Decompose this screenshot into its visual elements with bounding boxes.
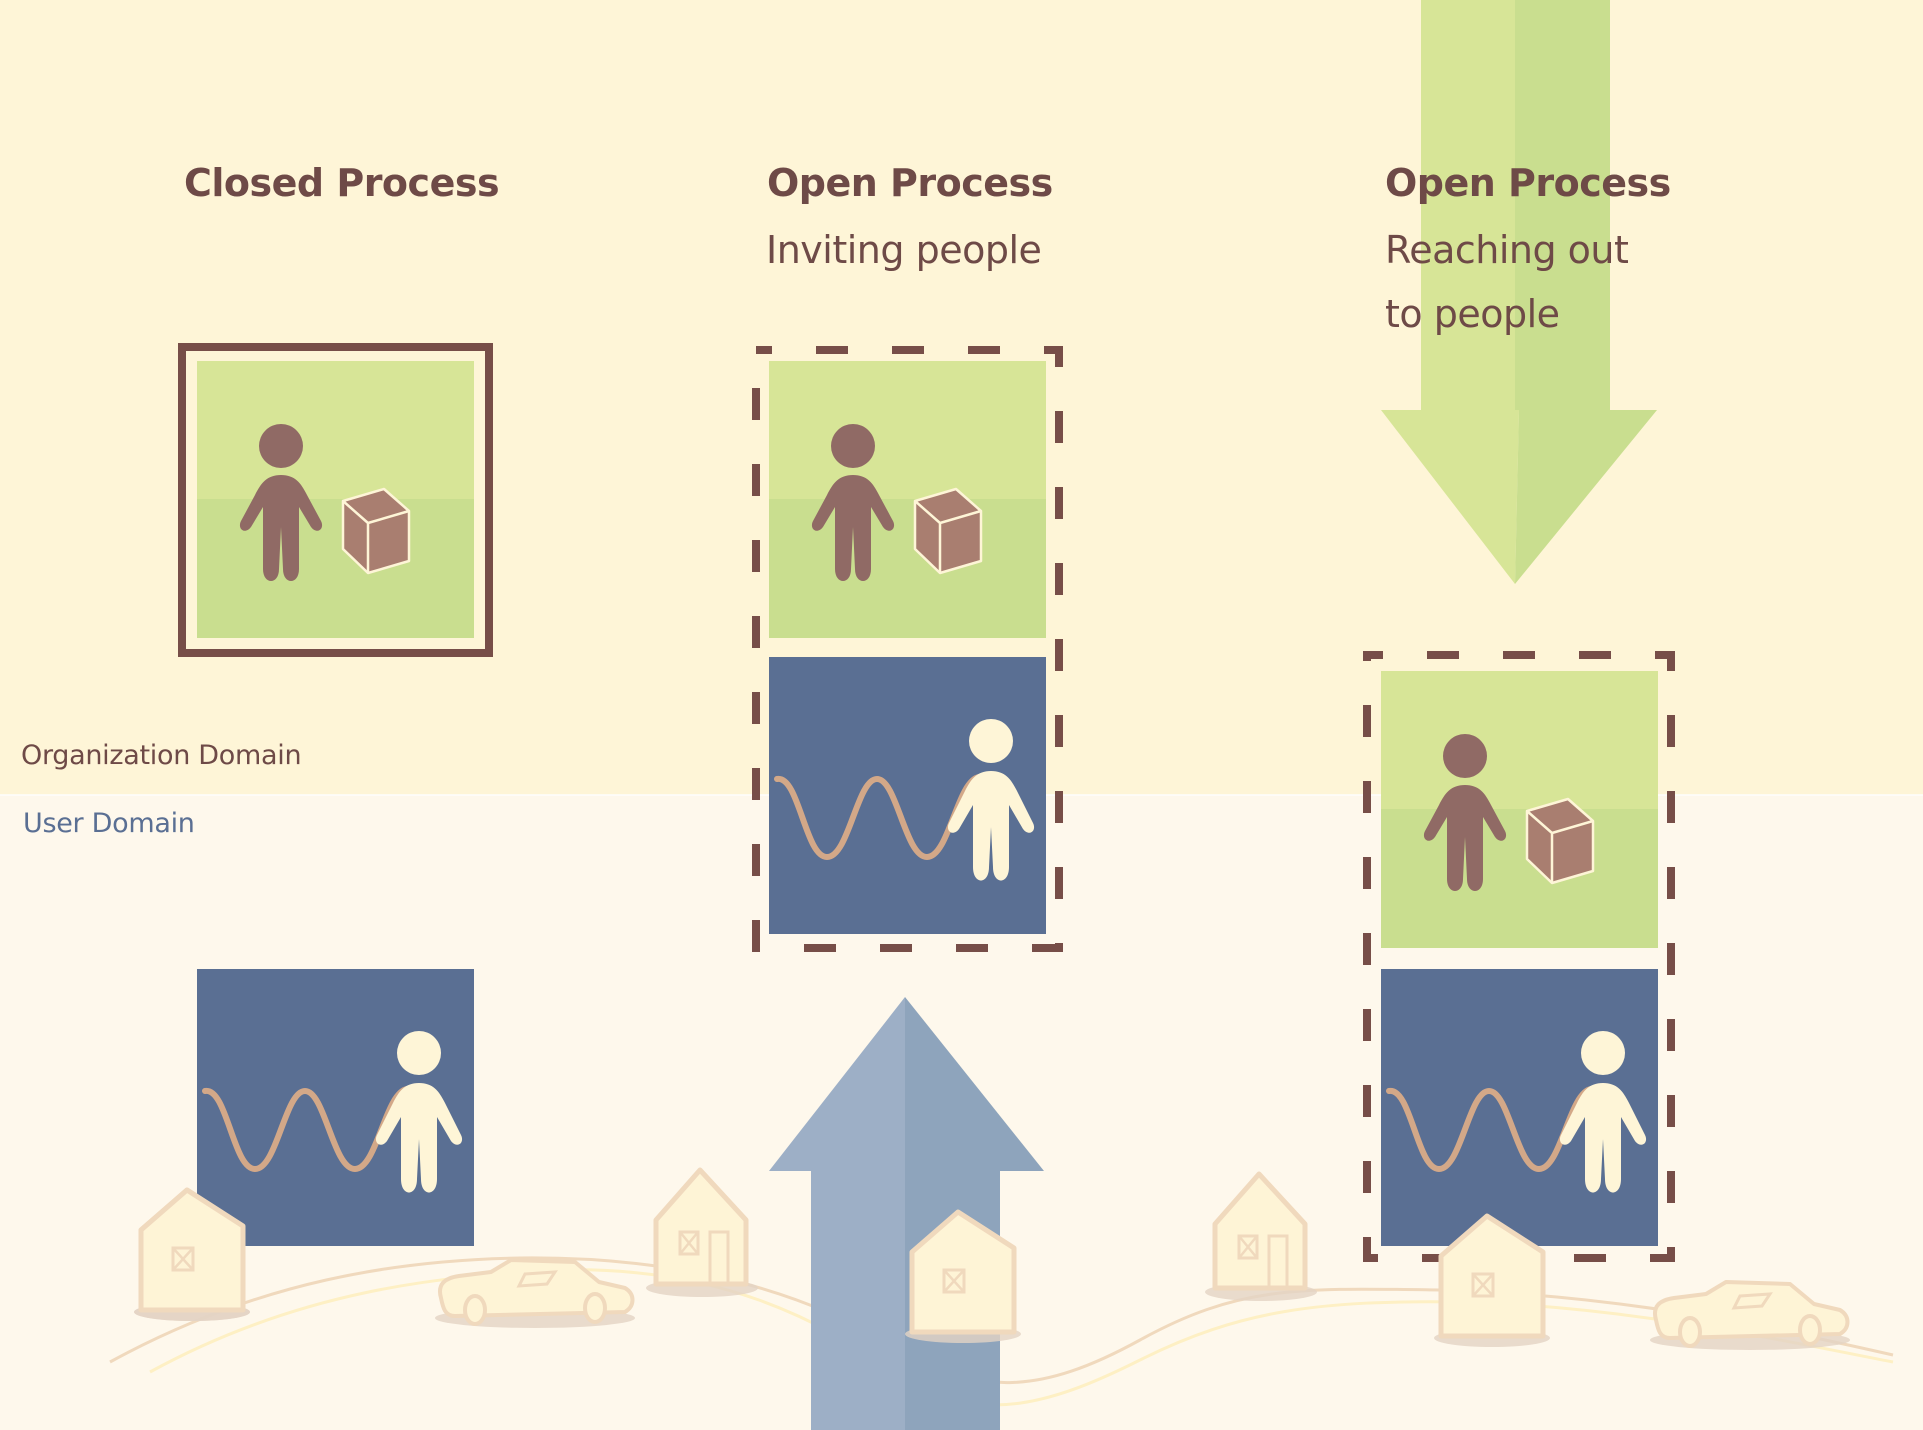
closed-process-org-tile — [178, 343, 493, 657]
column-subtitle-reaching-line2: to people — [1385, 292, 1560, 336]
organization-domain-label: Organization Domain — [21, 740, 302, 771]
open-process-inviting-group — [752, 346, 1063, 952]
column-subtitle-reaching-line1: Reaching out — [1385, 228, 1629, 272]
user-tile — [197, 969, 474, 1246]
column-title-reaching: Open Process — [1385, 161, 1671, 205]
user-tile — [769, 657, 1046, 934]
column-title-closed: Closed Process — [184, 161, 500, 205]
organization-tile — [1379, 669, 1660, 950]
column-subtitle-inviting: Inviting people — [766, 228, 1042, 272]
organization-tile — [767, 359, 1048, 640]
organization-tile — [195, 359, 476, 640]
column-title-inviting: Open Process — [767, 161, 1053, 205]
dashed-boundary — [752, 346, 1063, 952]
user-tile — [1381, 969, 1658, 1246]
user-domain-label: User Domain — [23, 808, 195, 839]
arrow-down-icon — [1381, 0, 1657, 584]
